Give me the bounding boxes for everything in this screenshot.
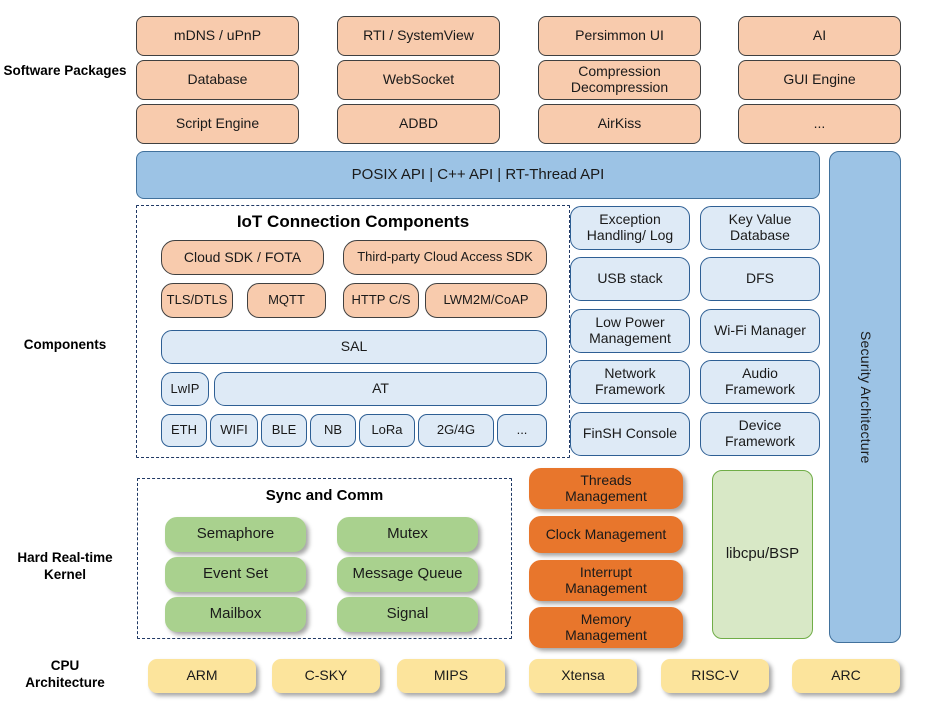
iot-link-box[interactable]: LoRa (359, 414, 415, 447)
package-box[interactable]: GUI Engine (738, 60, 901, 100)
component-service-box[interactable]: Audio Framework (700, 360, 820, 404)
cpu-architecture-box[interactable]: MIPS (397, 659, 505, 693)
iot-box[interactable]: HTTP C/S (343, 283, 419, 318)
component-service-box[interactable]: Network Framework (570, 360, 690, 404)
cpu-architecture-box[interactable]: RISC-V (661, 659, 769, 693)
component-service-box[interactable]: Exception Handling/ Log (570, 206, 690, 250)
iot-link-box[interactable]: NB (310, 414, 356, 447)
sync-group-title: Sync and Comm (265, 487, 384, 504)
iot-sal-box[interactable]: SAL (161, 330, 547, 364)
package-box[interactable]: ... (738, 104, 901, 144)
row-label-cpu-architecture: CPU Architecture (25, 658, 105, 690)
iot-group-title: IoT Connection Components (236, 212, 470, 231)
security-architecture-band[interactable]: Security Architecture (829, 151, 901, 643)
package-box[interactable]: mDNS / uPnP (136, 16, 299, 56)
sync-box[interactable]: Mailbox (165, 597, 306, 632)
package-box[interactable]: WebSocket (337, 60, 500, 100)
cpu-architecture-box[interactable]: C-SKY (272, 659, 380, 693)
iot-link-box[interactable]: 2G/4G (418, 414, 494, 447)
iot-link-box[interactable]: BLE (261, 414, 307, 447)
row-label-kernel: Hard Real-time Kernel (17, 550, 113, 582)
iot-at-box[interactable]: AT (214, 372, 547, 406)
sync-box[interactable]: Mutex (337, 517, 478, 552)
kernel-service-box[interactable]: Threads Management (529, 468, 683, 509)
iot-box[interactable]: MQTT (247, 283, 326, 318)
cpu-architecture-box[interactable]: ARC (792, 659, 900, 693)
component-service-box[interactable]: Key Value Database (700, 206, 820, 250)
package-box[interactable]: RTI / SystemView (337, 16, 500, 56)
component-service-box[interactable]: Wi-Fi Manager (700, 309, 820, 353)
package-box[interactable]: Database (136, 60, 299, 100)
security-architecture-label: Security Architecture (857, 330, 874, 464)
component-service-box[interactable]: Device Framework (700, 412, 820, 456)
component-service-box[interactable]: DFS (700, 257, 820, 301)
sync-box[interactable]: Event Set (165, 557, 306, 592)
iot-box[interactable]: Cloud SDK / FOTA (161, 240, 324, 275)
iot-box[interactable]: Third-party Cloud Access SDK (343, 240, 547, 275)
sync-box[interactable]: Semaphore (165, 517, 306, 552)
sync-box[interactable]: Message Queue (337, 557, 478, 592)
iot-box[interactable]: TLS/DTLS (161, 283, 233, 318)
row-label-components: Components (23, 337, 107, 352)
package-box[interactable]: ADBD (337, 104, 500, 144)
cpu-architecture-box[interactable]: Xtensa (529, 659, 637, 693)
iot-box[interactable]: LWM2M/CoAP (425, 283, 547, 318)
iot-link-box[interactable]: WIFI (210, 414, 258, 447)
package-box[interactable]: Persimmon UI (538, 16, 701, 56)
package-box[interactable]: AirKiss (538, 104, 701, 144)
row-label-software-packages: Software Packages (3, 63, 127, 78)
package-box[interactable]: Script Engine (136, 104, 299, 144)
component-service-box[interactable]: Low Power Management (570, 309, 690, 353)
kernel-service-box[interactable]: Memory Management (529, 607, 683, 648)
kernel-service-box[interactable]: Clock Management (529, 516, 683, 553)
package-box[interactable]: AI (738, 16, 901, 56)
iot-link-box[interactable]: ... (497, 414, 547, 447)
sync-box[interactable]: Signal (337, 597, 478, 632)
iot-link-box[interactable]: ETH (161, 414, 207, 447)
package-box[interactable]: Compression Decompression (538, 60, 701, 100)
component-service-box[interactable]: USB stack (570, 257, 690, 301)
iot-lwip-box[interactable]: LwIP (161, 372, 209, 406)
sync-and-comm-group (137, 478, 512, 639)
iot-connection-components-group (136, 205, 570, 458)
component-service-box[interactable]: FinSH Console (570, 412, 690, 456)
cpu-architecture-box[interactable]: ARM (148, 659, 256, 693)
libcpu-bsp-box[interactable]: libcpu/BSP (712, 470, 813, 639)
api-band[interactable]: POSIX API | C++ API | RT-Thread API (136, 151, 820, 199)
kernel-service-box[interactable]: Interrupt Management (529, 560, 683, 601)
